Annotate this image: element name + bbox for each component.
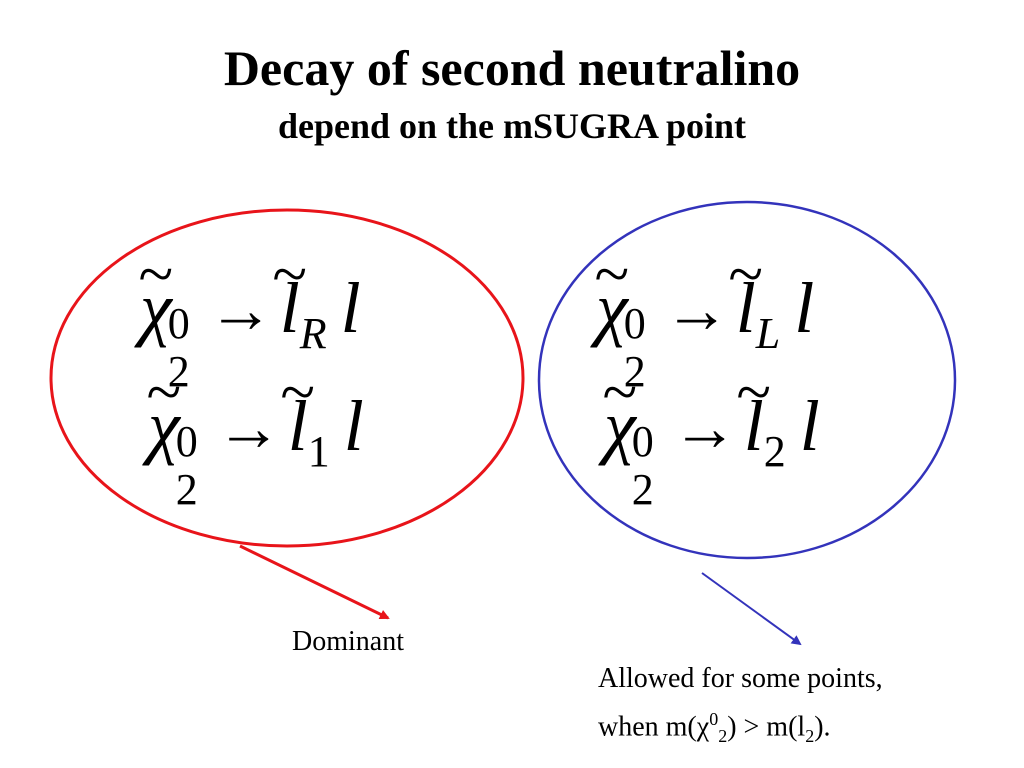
allowed-label-line2: when m(χ02) > m(l2). xyxy=(598,709,831,746)
arrow-symbol: → xyxy=(207,274,274,347)
right-pointer-arrow xyxy=(701,572,802,646)
slide-title: Decay of second neutralino xyxy=(223,40,801,96)
chi-tilde-symbol: ~χ xyxy=(602,356,638,466)
arrow-symbol: → xyxy=(215,392,282,465)
slepton-tilde-symbol: ~l xyxy=(736,356,771,466)
right-ellipse xyxy=(537,200,957,560)
chi-tilde-symbol: ~χ xyxy=(594,238,630,348)
slepton-tilde-symbol: ~l xyxy=(728,238,763,348)
arrow-symbol: → xyxy=(671,392,738,465)
chi-tilde-symbol: ~χ xyxy=(146,356,182,466)
slepton-tilde-symbol: ~l xyxy=(280,356,315,466)
left-ellipse xyxy=(49,208,525,548)
slide-subtitle: depend on the mSUGRA point xyxy=(277,106,747,146)
dominant-label: Dominant xyxy=(292,626,404,657)
arrow-symbol: → xyxy=(663,274,730,347)
left-pointer-arrow xyxy=(239,544,390,620)
allowed-label-line1: Allowed for some points, xyxy=(598,663,883,694)
chi-tilde-symbol: ~χ xyxy=(138,238,174,348)
slepton-tilde-symbol: ~l xyxy=(272,238,307,348)
